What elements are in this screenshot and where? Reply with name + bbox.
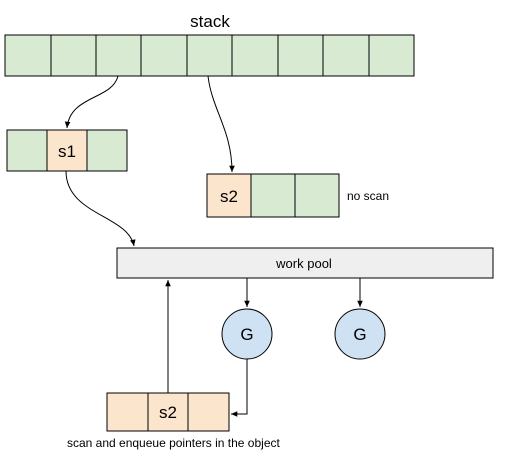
s2-label: s2 bbox=[220, 187, 238, 206]
stack-bar bbox=[4, 34, 415, 77]
s1-object: s1 bbox=[6, 129, 128, 172]
s2-object: s2 bbox=[206, 173, 340, 218]
s1-label: s1 bbox=[58, 142, 76, 161]
s1-cell-left bbox=[6, 129, 48, 172]
worker-1: G bbox=[221, 308, 273, 360]
work-pool: work pool bbox=[116, 247, 494, 279]
worker-2-label: G bbox=[353, 325, 366, 344]
worker-2: G bbox=[334, 308, 386, 360]
s2-cell bbox=[206, 173, 252, 218]
stack-cell bbox=[186, 34, 233, 77]
scanned-s2-object: s2 bbox=[106, 392, 230, 432]
scanned-cell-right bbox=[187, 392, 230, 432]
stack-cell bbox=[277, 34, 324, 77]
stack-cell bbox=[322, 34, 370, 77]
stack-title: stack bbox=[190, 12, 230, 31]
arrow-worker-1-to-object bbox=[231, 359, 248, 417]
no-scan-label: no scan bbox=[347, 189, 389, 203]
s2-cell-middle bbox=[250, 173, 296, 218]
stack-cell bbox=[4, 34, 52, 77]
stack-cell bbox=[231, 34, 279, 77]
work-pool-label: work pool bbox=[275, 256, 332, 271]
arrow-stack-to-s1 bbox=[64, 75, 119, 129]
stack-cell bbox=[95, 34, 142, 77]
worker-1-label: G bbox=[240, 325, 253, 344]
arrow-stack-to-s2 bbox=[207, 75, 235, 173]
s1-cell-right bbox=[86, 129, 128, 172]
s1-cell bbox=[46, 129, 88, 172]
worker-2-circle bbox=[334, 308, 386, 360]
stack-cell bbox=[50, 34, 97, 77]
stack-cell bbox=[368, 34, 415, 77]
work-pool-box bbox=[116, 247, 494, 279]
stack-cell bbox=[140, 34, 188, 77]
s2-cell-right bbox=[294, 173, 340, 218]
scanned-cell-left bbox=[106, 392, 149, 432]
arrow-s1-to-pool bbox=[65, 170, 136, 247]
caption: scan and enqueue pointers in the object bbox=[67, 436, 280, 450]
scanned-s2-label: s2 bbox=[159, 403, 177, 422]
